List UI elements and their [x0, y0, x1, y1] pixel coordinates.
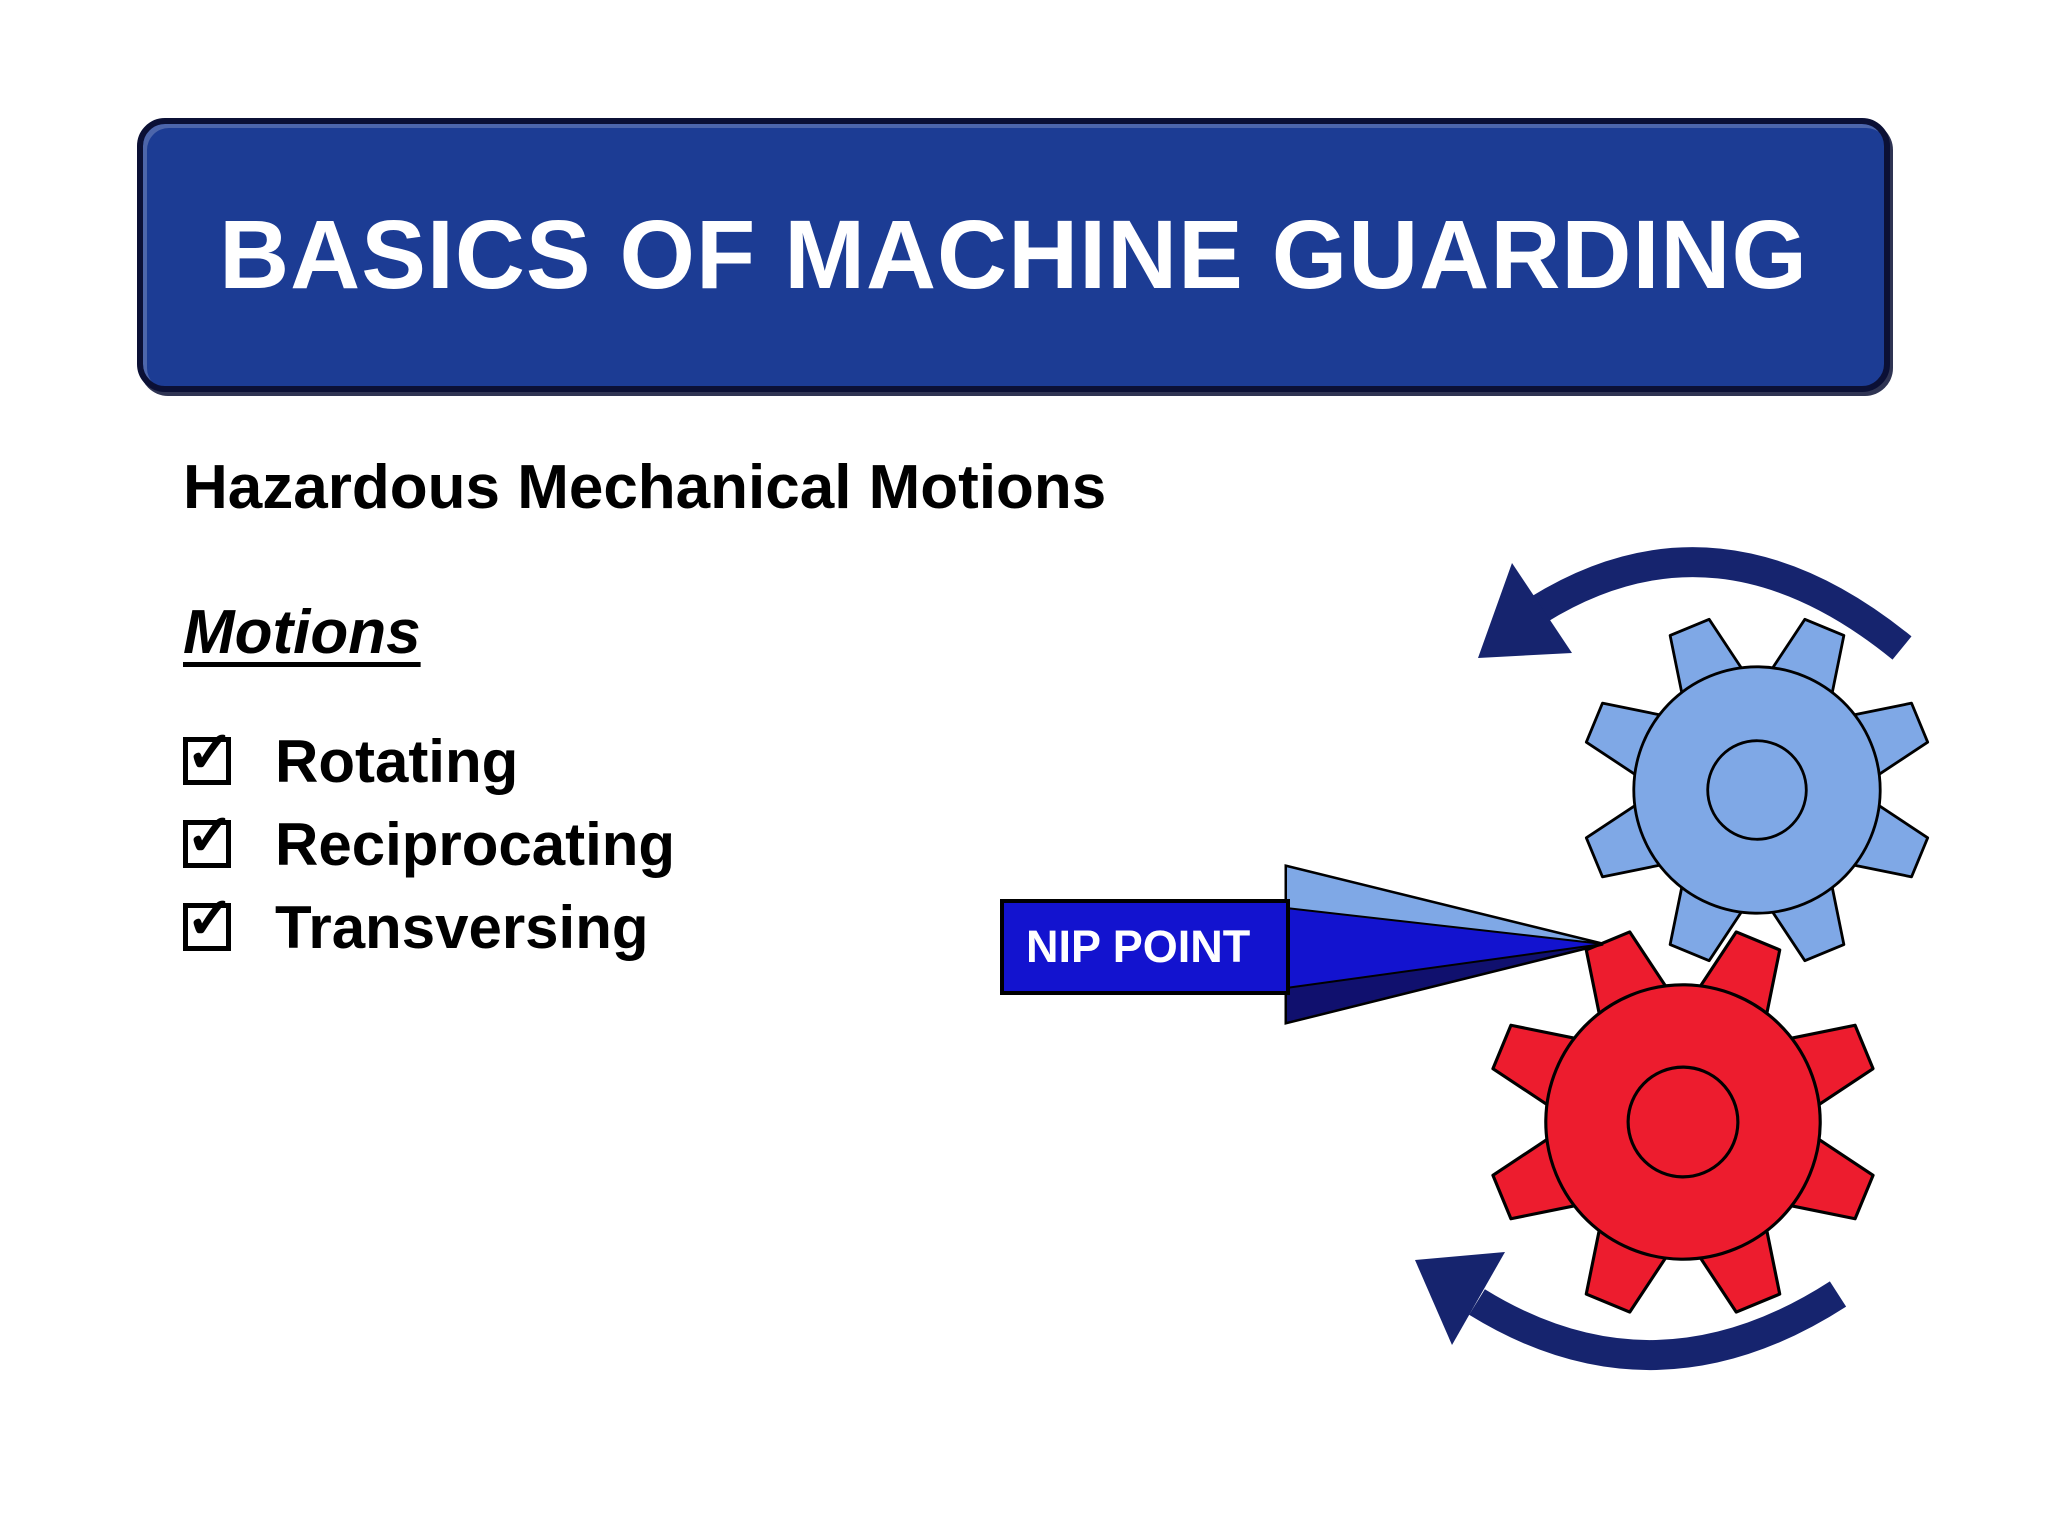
check-mark-icon: ✓ [185, 803, 235, 868]
section-heading-motions: Motions [183, 598, 421, 667]
checklist-item-rotating: ✓ Rotating [183, 724, 675, 797]
checklist-label: Rotating [275, 727, 519, 795]
bottom-rotation-arrow [1415, 1252, 1847, 1371]
title-banner: BASICS OF MACHINE GUARDING [137, 118, 1890, 392]
checklist-label: Transversing [275, 893, 649, 961]
checklist-item-transversing: ✓ Transversing [183, 890, 675, 963]
slide-title: BASICS OF MACHINE GUARDING [219, 200, 1808, 309]
checked-checkbox-icon: ✓ [183, 724, 234, 785]
top-rotation-arrow [1478, 547, 1912, 660]
checklist-label: Reciprocating [275, 810, 676, 878]
nip-point-arrow: NIP POINT [1000, 864, 1604, 1025]
motions-checklist: ✓ Rotating ✓ Reciprocating ✓ Transversin… [183, 724, 676, 963]
checked-checkbox-icon: ✓ [183, 890, 234, 951]
checklist-item-reciprocating: ✓ Reciprocating [183, 807, 676, 880]
nip-point-label: NIP POINT [1026, 921, 1250, 972]
check-mark-icon: ✓ [185, 720, 235, 785]
check-mark-icon: ✓ [185, 886, 235, 951]
subtitle-heading: Hazardous Mechanical Motions [183, 453, 1107, 522]
checked-checkbox-icon: ✓ [183, 807, 234, 868]
